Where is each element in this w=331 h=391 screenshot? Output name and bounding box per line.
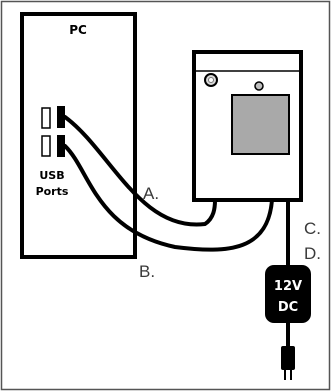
- power-supply: [265, 265, 311, 323]
- usb-cable-a: [63, 115, 217, 227]
- usb-port-empty-bottom: [41, 135, 51, 157]
- usb-cable-b: [63, 144, 274, 252]
- power-supply-type: DC: [278, 300, 298, 315]
- power-plug-prong-left: [284, 370, 286, 380]
- power-plug-prong-right: [290, 370, 292, 380]
- pc-title: PC: [69, 23, 87, 37]
- usb-label-line1: USB: [39, 169, 64, 182]
- cable-label-b: B.: [139, 262, 155, 281]
- usb-port-empty-top: [41, 107, 51, 129]
- cable-label-c: C.: [304, 219, 321, 238]
- power-supply-voltage: 12V: [274, 279, 302, 294]
- power-plug-icon: [281, 346, 295, 370]
- cable-label-d: D.: [304, 244, 321, 263]
- usb-port-plugged-bottom: [57, 135, 65, 157]
- device-button-center: [208, 77, 214, 83]
- device-screen: [231, 94, 290, 155]
- usb-ports: [41, 106, 65, 157]
- cable-label-a: A.: [143, 184, 159, 203]
- device-led-icon: [254, 81, 264, 91]
- usb-port-plugged-top: [57, 106, 65, 128]
- usb-label-line2: Ports: [36, 185, 69, 198]
